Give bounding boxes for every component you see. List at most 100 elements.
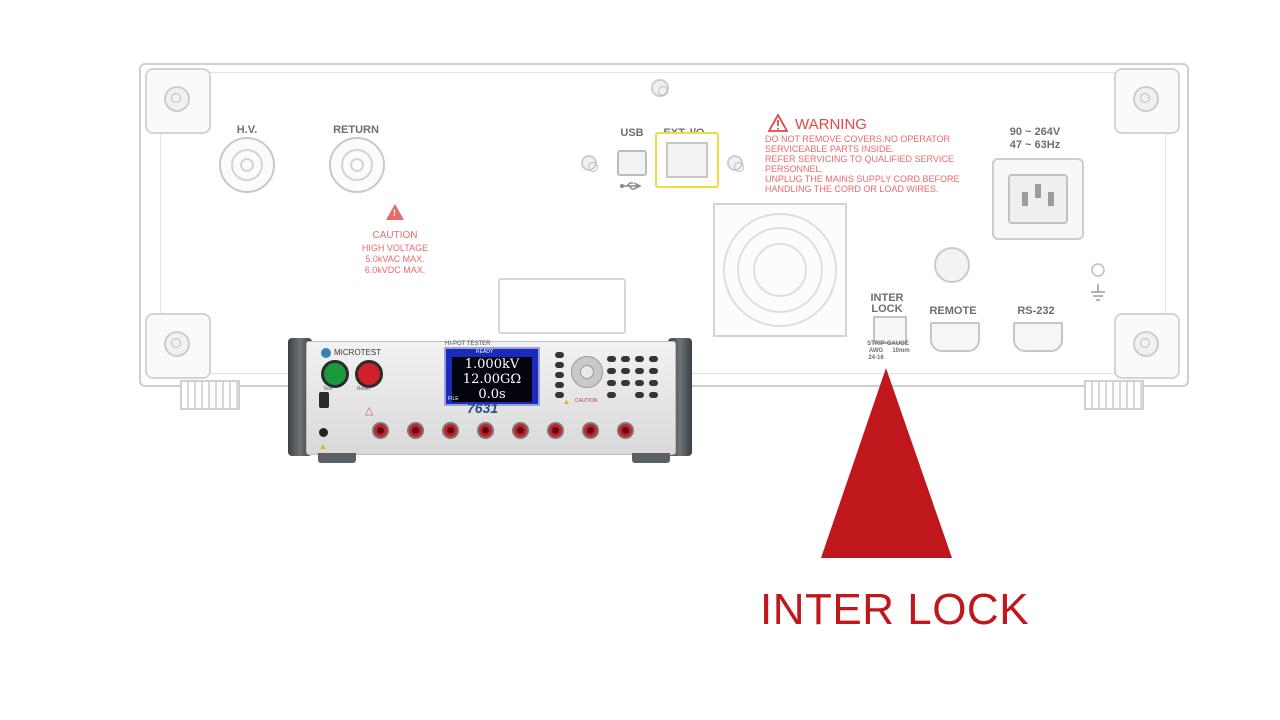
screw-icon [164, 86, 190, 112]
screw-icon [727, 155, 744, 172]
caution-title: CAUTION [372, 230, 418, 241]
display-voltage: 1.000kV [452, 357, 532, 372]
ground-icon [1088, 262, 1108, 302]
output-jack[interactable] [547, 422, 564, 439]
small-warning-icon: ▲ [319, 442, 327, 451]
keypad-key[interactable] [607, 356, 616, 362]
caution-line: HIGH VOLTAGE [361, 243, 429, 253]
interlock-label-line1: INTER [870, 292, 904, 304]
interlock-terminal [873, 316, 907, 344]
keypad-key[interactable] [621, 368, 630, 374]
rubber-foot-right [1084, 380, 1144, 410]
keypad-key[interactable] [635, 380, 644, 386]
hipot-tester-front: MICROTEST Test Reset △ ▲ HI-POT TESTER R… [288, 338, 692, 463]
output-jack[interactable] [477, 422, 494, 439]
display-footer: FILE [448, 396, 459, 402]
hv-warning-icon: △ [365, 405, 374, 417]
caution-line: 6.0kVDC MAX. [364, 265, 426, 275]
keypad-key[interactable] [649, 392, 658, 398]
instrument-foot [318, 453, 356, 463]
keypad-key[interactable] [621, 356, 630, 362]
function-key[interactable] [555, 352, 564, 358]
keypad-key[interactable] [635, 368, 644, 374]
corner-bracket-top-left [145, 68, 211, 134]
rubber-foot-left [180, 380, 240, 410]
usb-label: USB [620, 127, 644, 139]
power-inlet [992, 158, 1084, 240]
brand-name: MICROTEST [334, 348, 382, 357]
hv-label: H.V. [236, 124, 258, 136]
interlock-callout-label: INTER LOCK [760, 585, 1030, 634]
screw-icon [581, 155, 598, 172]
warning-line: REFER SERVICING TO QUALIFIED SERVICE [765, 154, 954, 164]
ext-io-port-highlight [655, 132, 719, 188]
ground-jack [319, 428, 328, 437]
display-resistance: 12.00GΩ [452, 372, 532, 387]
keypad-key[interactable] [635, 356, 644, 362]
frequency-range-label: 47 ~ 63Hz [1009, 139, 1061, 151]
output-jack[interactable] [442, 422, 459, 439]
keypad-key[interactable] [607, 380, 616, 386]
display-time: 0.0s [452, 387, 532, 402]
keypad-key[interactable] [649, 380, 658, 386]
caution-warning-icon: ▲ [563, 399, 570, 406]
function-key[interactable] [555, 362, 564, 368]
test-button[interactable] [321, 360, 349, 388]
keypad-key[interactable] [607, 392, 616, 398]
remote-dsub-connector [930, 322, 980, 352]
function-key[interactable] [555, 392, 564, 398]
keypad-key[interactable] [607, 368, 616, 374]
test-button-label: Test [323, 386, 333, 392]
strip-gauge-label: STRIP-GAUGE [867, 341, 909, 347]
output-jack[interactable] [617, 422, 634, 439]
interlock-label-line2: LOCK [871, 303, 903, 315]
rs232-label: RS-232 [1017, 305, 1055, 317]
enter-button[interactable] [580, 365, 594, 379]
model-number: 7631 [467, 400, 499, 416]
reset-button[interactable] [355, 360, 383, 388]
warning-line: DO NOT REMOVE COVERS.NO OPERATOR [765, 134, 951, 144]
keypad-key[interactable] [649, 356, 658, 362]
display-header: HI-POT TESTER [445, 341, 491, 347]
screw-icon [1133, 331, 1159, 357]
warning-triangle-icon [767, 113, 789, 132]
keypad-key[interactable] [635, 392, 644, 398]
hv-terminal [219, 137, 275, 193]
caution-triangle-icon: ! [386, 204, 404, 220]
output-jack[interactable] [372, 422, 389, 439]
keypad-key[interactable] [649, 368, 658, 374]
screw-icon [1133, 86, 1159, 112]
screw-icon [164, 331, 190, 357]
voltage-range-label: 90 ~ 264V [1009, 126, 1061, 138]
warning-line: UNPLUG THE MAINS SUPPLY CORD BEFORE [765, 174, 960, 184]
instrument-front-panel: MICROTEST Test Reset △ ▲ HI-POT TESTER R… [306, 341, 676, 455]
display-status: READY [476, 349, 494, 355]
usb-front-port [319, 392, 329, 408]
warning-title: WARNING [795, 116, 867, 133]
screw-icon [651, 79, 669, 97]
caution-label: CAUTION [575, 398, 598, 404]
output-jack[interactable] [582, 422, 599, 439]
strip-gauge-awg: AWG [868, 348, 884, 354]
strip-gauge-length: 10mm [892, 348, 910, 354]
instrument-foot [632, 453, 670, 463]
caution-line: 5.0kVAC MAX. [365, 254, 425, 264]
lcd-display: READY 1.000kV 12.00GΩ 0.0s FILE [444, 347, 540, 406]
usb-port [617, 150, 647, 176]
function-key[interactable] [555, 372, 564, 378]
remote-round-connector [934, 247, 970, 283]
cooling-fan [713, 203, 847, 337]
brand-logo-icon [321, 348, 331, 358]
function-key[interactable] [555, 382, 564, 388]
warning-line: SERVICEABLE PARTS INSIDE. [765, 144, 895, 154]
rs232-dsub-connector [1013, 322, 1063, 352]
warning-line: PERSONNEL. [765, 164, 824, 174]
return-terminal [329, 137, 385, 193]
warning-line: HANDLING THE CORD OR LOAD WIRES. [765, 184, 939, 194]
blank-cover-plate [498, 278, 626, 334]
strip-gauge-range: 24-16 [868, 355, 884, 361]
keypad-key[interactable] [621, 380, 630, 386]
output-jack[interactable] [407, 422, 424, 439]
output-jack[interactable] [512, 422, 529, 439]
remote-label: REMOTE [929, 305, 977, 317]
